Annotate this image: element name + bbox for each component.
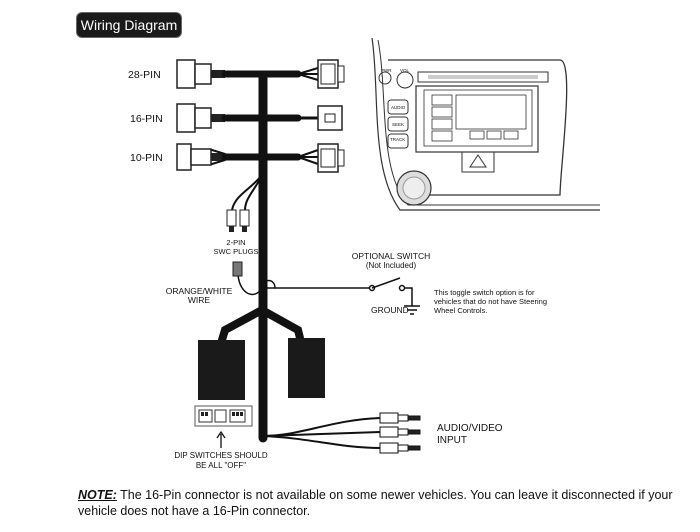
label-10pin: 10-PIN <box>130 152 163 164</box>
switch-desc-2: vehicles that do not have Steering <box>434 297 547 306</box>
head-unit <box>371 37 600 211</box>
av-label-2: INPUT <box>437 435 467 446</box>
swc-label-1: 2-PIN <box>226 238 245 247</box>
orange-wire-label-1: ORANGE/WHITE <box>166 286 233 296</box>
label-28pin: 28-PIN <box>128 69 161 81</box>
note-paragraph: NOTE: The 16-Pin connector is not availa… <box>78 487 688 519</box>
volume-knob <box>396 170 432 206</box>
switch-subtitle: (Not Included) <box>366 261 417 270</box>
interface-module <box>198 340 245 400</box>
connector-28pin-left <box>176 59 225 89</box>
radio-seek-label: SEEK <box>392 122 404 127</box>
dip-switches <box>194 405 253 427</box>
radio-track-label: TRACK <box>390 137 405 142</box>
swc-plugs <box>226 209 250 232</box>
av-label-1: AUDIO/VIDEO <box>437 423 503 434</box>
switch-desc-1: This toggle switch option is for <box>434 288 535 297</box>
swc-label-2: SWC PLUGS <box>213 247 258 256</box>
rca-plugs <box>379 412 421 454</box>
note-text: The 16-Pin connector is not available on… <box>78 488 673 518</box>
connector-16pin-right <box>317 105 343 131</box>
radio-audio-label: AUDIO <box>391 105 406 110</box>
note-label: NOTE: <box>78 488 117 502</box>
radio-pwr-label: PWR <box>381 68 392 73</box>
connector-10pin-left <box>176 143 225 171</box>
switch-desc-3: Wheel Controls. <box>434 306 487 315</box>
ground-label: GROUND <box>371 305 409 315</box>
interface-module-secondary <box>288 338 325 398</box>
connector-10pin-right <box>317 143 345 173</box>
orange-wire-label-2: WIRE <box>188 295 211 305</box>
toggle-switch <box>368 277 420 315</box>
connector-28pin-right <box>317 59 345 89</box>
switch-title: OPTIONAL SWITCH <box>352 251 431 261</box>
dip-label-2: BE ALL "OFF" <box>196 461 246 470</box>
diagram-title: Wiring Diagram <box>77 13 181 37</box>
radio-vol-label: VOL <box>400 68 410 73</box>
orange-wire-plug <box>232 261 243 277</box>
dip-label-1: DIP SWITCHES SHOULD <box>174 451 267 460</box>
label-16pin: 16-PIN <box>130 113 163 125</box>
connector-16pin-left <box>176 103 225 133</box>
